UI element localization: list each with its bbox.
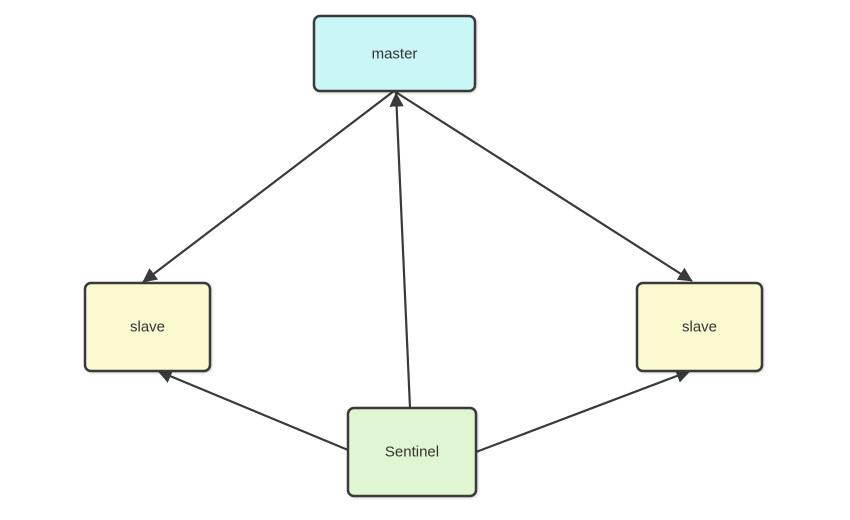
- edge-master-to-slave-right: [393, 90, 693, 282]
- edge-master-to-slave-left: [142, 90, 395, 283]
- node-sentinel-label: Sentinel: [385, 444, 439, 461]
- node-master-box: [312, 14, 477, 93]
- node-slave-left[interactable]: slave: [83, 281, 212, 373]
- node-slave-left-box: [83, 281, 212, 373]
- edge-sentinel-to-slave-right: [475, 369, 691, 454]
- edge-sentinel-to-master: [389, 92, 412, 409]
- node-sentinel-box: [346, 406, 478, 498]
- node-slave-right[interactable]: slave: [635, 281, 764, 373]
- edge-sentinel-to-slave-left: [157, 369, 349, 452]
- node-slave-left-label: slave: [130, 319, 165, 336]
- node-master[interactable]: master: [312, 14, 477, 93]
- node-slave-right-label: slave: [682, 319, 717, 336]
- node-sentinel[interactable]: Sentinel: [346, 406, 478, 498]
- node-slave-right-box: [635, 281, 764, 373]
- node-master-label: master: [372, 46, 418, 63]
